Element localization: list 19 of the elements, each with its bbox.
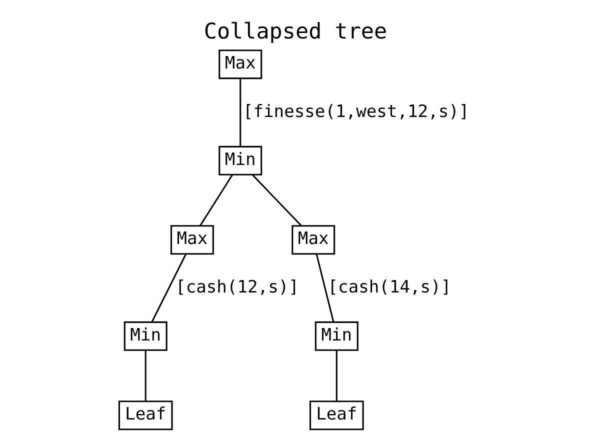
connector xyxy=(252,174,302,226)
edge-label: [finesse(1,west,12,s)] xyxy=(242,102,470,122)
node-box: Min xyxy=(314,321,358,351)
node-box: Max xyxy=(292,225,336,255)
node-box: Leaf xyxy=(118,400,173,430)
node-box: Min xyxy=(218,146,262,176)
edge-label: [cash(14,s)] xyxy=(328,277,452,298)
node-box: Max xyxy=(218,50,262,80)
edge-label: [cash(12,s)] xyxy=(176,277,299,298)
connector xyxy=(240,78,242,146)
diagram-title: Collapsed tree xyxy=(204,19,388,44)
connector xyxy=(200,174,234,226)
connector xyxy=(336,350,338,401)
node-box: Leaf xyxy=(309,400,364,430)
node-box: Min xyxy=(124,321,168,351)
connector xyxy=(151,254,186,322)
connector xyxy=(316,254,334,322)
node-box: Max xyxy=(170,225,214,255)
connector xyxy=(144,350,146,401)
